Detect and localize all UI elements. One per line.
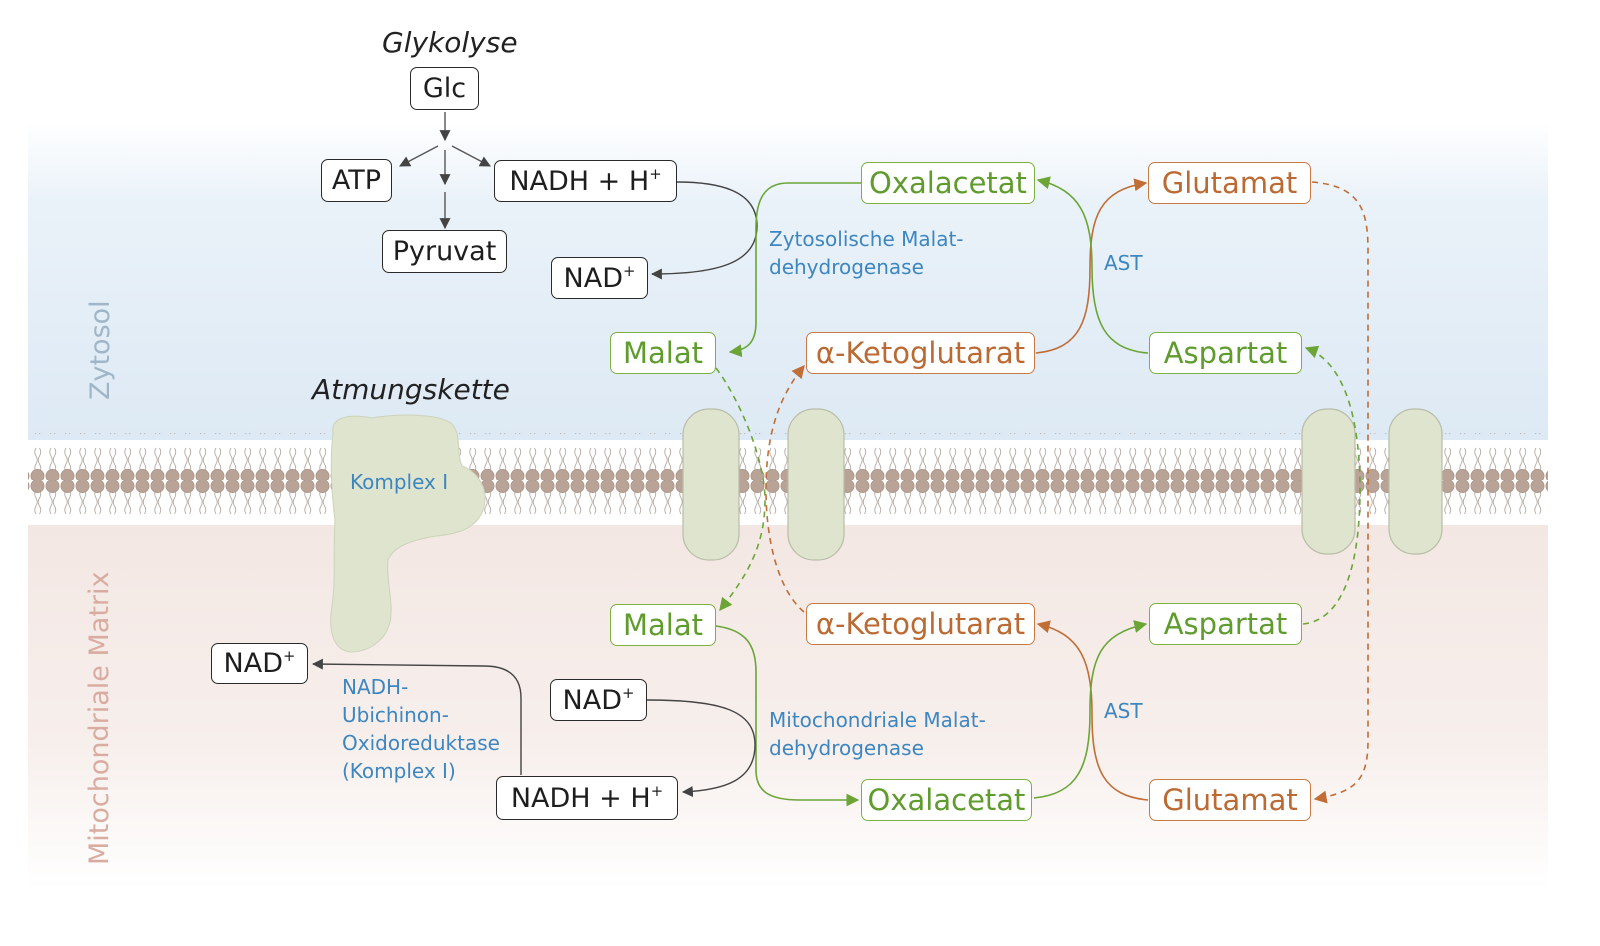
- mito-mdh-enzyme-line-1: Mitochondriale Malat-: [769, 708, 986, 732]
- glycolysis-title: Glykolyse: [382, 26, 518, 59]
- pyruvate-box: Pyruvat: [382, 230, 507, 273]
- mito-glutamate-box: Glutamat: [1149, 779, 1311, 821]
- arrow-mito-malate-to-oxaloacetate: [715, 625, 860, 807]
- arrow-akg-export: [765, 364, 805, 613]
- glycolysis-arrows: [399, 112, 491, 230]
- arrow-complex-i-nadh-to-nad: [311, 658, 522, 775]
- complex-i-label: Komplex I: [350, 470, 449, 494]
- mito-nad-left-charge: +: [283, 647, 296, 666]
- cyto-mdh-enzyme-label: Zytosolische Malat- dehydrogenase: [769, 225, 964, 281]
- transporter-malate-akg-2: [787, 408, 845, 561]
- transporter-malate-akg-1: [682, 408, 740, 561]
- transporter-aspartate-glutamate-1: [1301, 408, 1356, 555]
- respiratory-chain-title: Atmungskette: [312, 373, 510, 406]
- complex-i-protein: [330, 414, 486, 653]
- cyto-nad-charge: +: [623, 261, 636, 280]
- mito-nadh-box: NADH + H+: [496, 776, 678, 820]
- mito-nadh-charge: +: [650, 781, 664, 800]
- glc-label: Glc: [422, 73, 467, 104]
- cyto-malate-label: Malat: [623, 336, 703, 370]
- cyto-aspartate-box: Aspartat: [1149, 332, 1302, 374]
- mito-nad-left-box: NAD+: [211, 643, 308, 684]
- mito-mdh-enzyme-line-2: dehydrogenase: [769, 736, 924, 760]
- mito-nad-left-label: NAD+: [224, 647, 296, 679]
- cyto-ast-enzyme-label: AST: [1104, 251, 1143, 275]
- pyruvate-label: Pyruvat: [392, 236, 497, 267]
- cyto-nad-text: NAD: [563, 263, 624, 295]
- mito-malate-label: Malat: [623, 608, 703, 642]
- mito-ast-enzyme-label: AST: [1104, 699, 1143, 723]
- mito-nadh-label: NADH + H+: [511, 782, 663, 814]
- cyto-aspartate-label: Aspartat: [1163, 336, 1288, 370]
- complex-i-enzyme-line-1: NADH-: [342, 675, 409, 699]
- mito-malate-box: Malat: [610, 604, 716, 646]
- mito-oxaloacetate-box: Oxalacetat: [861, 779, 1032, 821]
- cyto-akg-label: α-Ketoglutarat: [815, 336, 1026, 370]
- arrow-glutamate-import: [1311, 181, 1369, 804]
- arrow-cyto-nadh-to-nad: [650, 181, 758, 280]
- cyto-nadh-charge: +: [649, 164, 662, 183]
- cyto-mdh-enzyme-line-2: dehydrogenase: [769, 255, 924, 279]
- cyto-glutamate-label: Glutamat: [1161, 166, 1298, 200]
- mito-nad-left-text: NAD: [223, 648, 284, 680]
- mito-nad-mid-text: NAD: [562, 685, 623, 717]
- mito-nad-mid-label: NAD+: [563, 684, 635, 716]
- mito-mdh-enzyme-label: Mitochondriale Malat- dehydrogenase: [769, 706, 986, 762]
- mito-nad-mid-box: NAD+: [550, 679, 647, 721]
- complex-i-enzyme-line-4: (Komplex I): [342, 759, 456, 783]
- arrow-mito-nad-to-nadh: [646, 699, 756, 798]
- mito-aspartate-box: Aspartat: [1149, 603, 1302, 645]
- arrow-mito-glutamate-to-akg: [1036, 620, 1149, 801]
- arrow-cyto-oxaloacetate-to-malate: [728, 182, 861, 358]
- complex-i-enzyme-line-3: Oxidoreduktase: [342, 731, 500, 755]
- cytosol-label: Zytosol: [85, 300, 116, 400]
- cyto-mdh-enzyme-line-1: Zytosolische Malat-: [769, 227, 964, 251]
- transporter-aspartate-glutamate-2: [1388, 408, 1443, 555]
- complex-i-enzyme-line-2: Ubichinon-: [342, 703, 449, 727]
- complex-i-enzyme-label: NADH- Ubichinon- Oxidoreduktase (Komplex…: [342, 673, 500, 785]
- mito-nad-mid-charge: +: [622, 683, 635, 702]
- mito-oxaloacetate-label: Oxalacetat: [867, 783, 1026, 817]
- cyto-akg-box: α-Ketoglutarat: [806, 332, 1035, 374]
- cyto-nadh-text: NADH + H: [509, 166, 650, 198]
- cyto-glutamate-box: Glutamat: [1148, 162, 1311, 204]
- matrix-label: Mitochondriale Matrix: [84, 571, 115, 865]
- glc-box: Glc: [410, 67, 479, 110]
- mito-akg-box: α-Ketoglutarat: [806, 603, 1035, 645]
- arrow-cyto-aspartate-to-oxaloacetate: [1036, 176, 1149, 354]
- arrow-cyto-akg-to-glutamate: [1035, 178, 1148, 354]
- cyto-nad-box: NAD+: [551, 257, 648, 299]
- mito-akg-label: α-Ketoglutarat: [815, 607, 1026, 641]
- cyto-nad-label: NAD+: [564, 262, 636, 294]
- mito-aspartate-label: Aspartat: [1163, 607, 1288, 641]
- arrow-aspartate-export: [1302, 345, 1361, 625]
- matrix-background: [28, 525, 1548, 890]
- cyto-oxaloacetate-box: Oxalacetat: [861, 162, 1035, 204]
- atp-label: ATP: [331, 165, 382, 196]
- cyto-malate-box: Malat: [610, 332, 716, 374]
- cyto-oxaloacetate-label: Oxalacetat: [869, 166, 1027, 200]
- mito-nadh-text: NADH + H: [510, 783, 651, 815]
- mito-glutamate-label: Glutamat: [1162, 783, 1298, 817]
- cyto-nadh-label: NADH + H+: [509, 165, 661, 197]
- cyto-nadh-box: NADH + H+: [494, 160, 677, 202]
- arrow-mito-oxaloacetate-to-aspartate: [1033, 620, 1148, 799]
- atp-box: ATP: [321, 159, 392, 202]
